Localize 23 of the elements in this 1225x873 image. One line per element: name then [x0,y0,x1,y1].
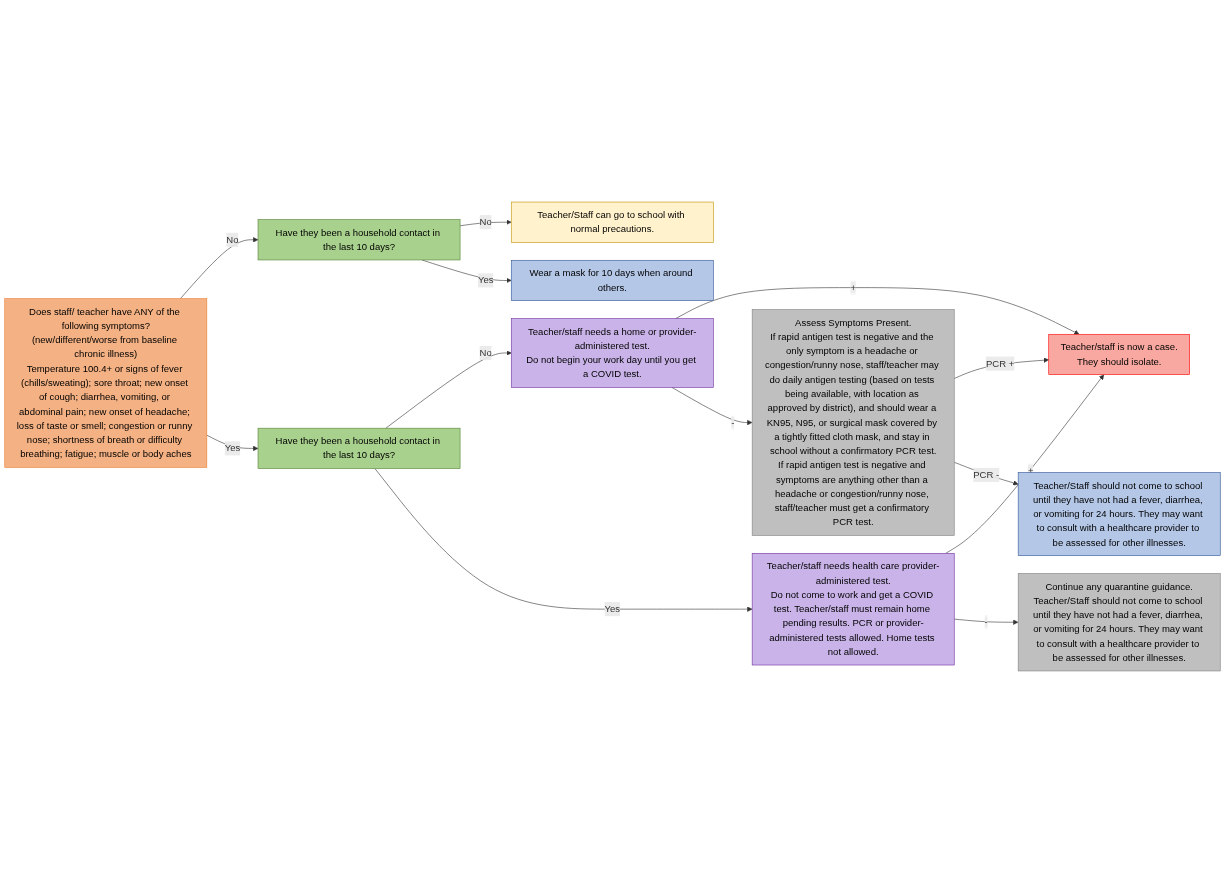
edge-label: Yes [477,275,494,286]
edge-label: Yes [604,603,621,614]
edge-label: + [1027,465,1034,476]
node-box: Have they been a household contact in the last 10 days? [257,219,461,261]
edge-label: PCR - [973,469,1000,480]
edge-label: - [984,616,988,627]
node-box: Teacher/staff is now a case. They should isolate. [1048,333,1190,375]
node-box: Teacher/staff needs a home or provider-administered test. Do not begin your work day until you get a COVID test. [510,318,714,388]
edge-label: No [479,216,492,227]
node-box: Wear a mask for 10 days when around others. [510,260,714,301]
node-box: Does staff/ teacher have ANY of the following symptoms? (new/different/worse from baseline chronic illness) Temperature 100.4+ or signs of fever (chills/sweating); sore throat; new onset of cough; diarrhea, vomiting, or abdominal pain; new onset of headache; loss of taste or smell; congestion or runny nose; shortness of breath or difficulty breathing; fatigue; muscle or body aches [4,298,208,468]
edge-label: No [479,347,492,358]
edge-label: PCR + [985,358,1015,369]
node-box: Have they been a household contact in the last 10 days? [257,427,461,469]
node-box: Teacher/Staff can go to school with normal precautions. [510,201,714,243]
node-box: Continue any quarantine guidance. Teacher/Staff should not come to school until they have not had a fever, diarrhea, or vomiting for 24 hours. They may want to consult with a healthcare provider to be assessed for other illnesses. [1017,573,1221,672]
node-box: Teacher/staff needs health care provider-administered test. Do not come to work and get a COVID test. Teacher/staff must remain home pending results. PCR or provider-administered tests allowed. Home tests not allowed. [751,553,955,666]
edge-label: Yes [224,443,241,454]
node-box: Assess Symptoms Present. If rapid antigen test is negative and the only symptom is a headache or congestion/runny nose, staff/teacher may do daily antigen testing (based on tests being available, with location as approved by district), and should wear a KN95, N95, or surgical mask covered by a tightly fitted cloth mask, and stay in school without a confirmatory PCR test. If rapid antigen test is negative and symptoms are anything other than a headache or congestion/runny nose, staff/teacher must get a confirmatory PCR test. [751,309,955,536]
edge-label: - [731,417,735,428]
edge-label: No [226,234,239,245]
edge-label: + [850,282,856,293]
node-box: Teacher/Staff should not come to school until they have not had a fever, diarrhea, or vomiting for 24 hours. They may want to consult with a healthcare provider to be assessed for other illnesses. [1017,472,1221,556]
